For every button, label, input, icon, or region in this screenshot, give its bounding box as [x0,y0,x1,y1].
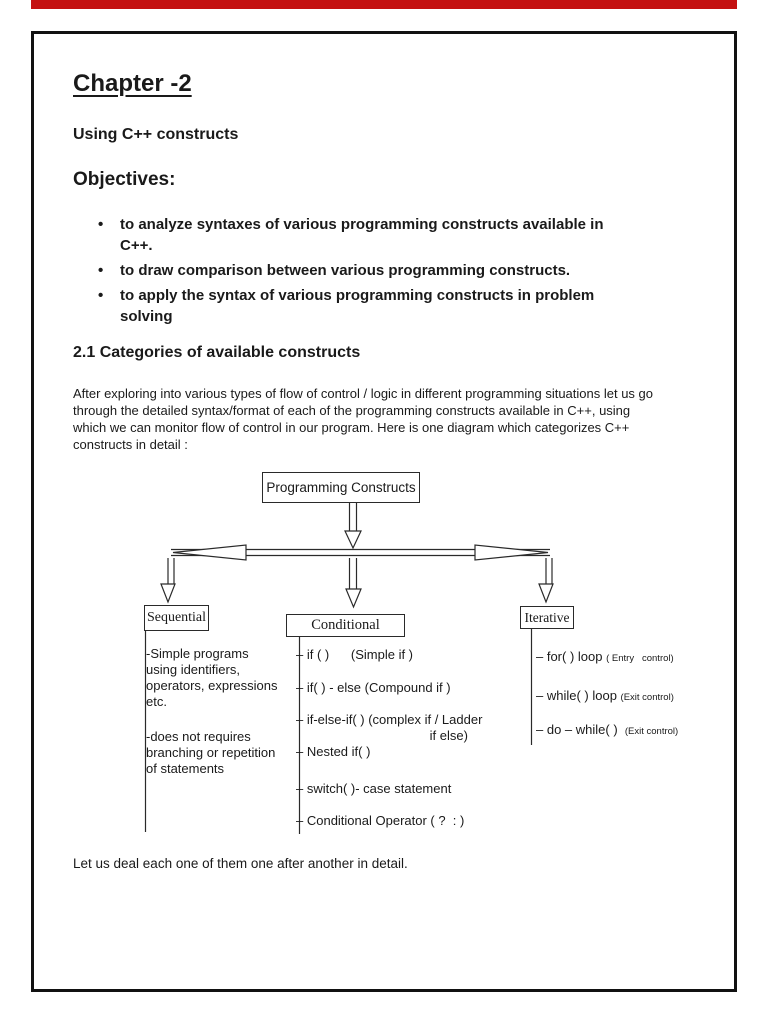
diagram-root-node: Programming Constructs [262,472,420,503]
objective-item: • to draw comparison between various pro… [98,260,718,281]
objective-text: to analyze syntaxes of various programmi… [120,216,604,254]
adjacent-page-red-strip [31,0,737,9]
iterative-items: – for( ) loop ( Entry control) – while( … [536,649,678,740]
list-item: – Conditional Operator ( ? : ) [296,813,465,828]
list-item: – if-else-if( ) (complex if / Ladder if … [296,712,483,743]
item-note: (Exit control) [624,726,679,737]
diagram-node-conditional: Conditional [286,614,405,637]
document-page: Chapter -2 Using C++ constructs Objectiv… [31,31,737,992]
intro-paragraph: After exploring into various types of fl… [73,386,653,452]
item-note: ( Entry control) [606,653,674,664]
objective-text: to draw comparison between various progr… [120,262,571,279]
list-item: -Simple programs using identifiers, oper… [146,646,278,709]
sequential-items: -Simple programs using identifiers, oper… [146,646,278,777]
bullet-icon: • [98,262,104,279]
objectives-heading: Objectives: [73,169,176,190]
item-note: (Exit control) [620,692,674,703]
closing-line: Let us deal each one of them one after a… [73,856,408,871]
list-item: – if ( ) (Simple if ) [296,647,414,662]
list-item: – while( ) loop (Exit control) [536,688,678,706]
bullet-icon: • [98,216,104,233]
objectives-list: • to analyze syntaxes of various program… [98,214,718,331]
section-heading: 2.1 Categories of available constructs [73,344,361,361]
objective-item: • to analyze syntaxes of various program… [98,214,718,256]
conditional-items: – if ( ) (Simple if ) – if( ) - else (Co… [296,647,482,829]
list-item: – for( ) loop ( Entry control) [536,649,678,667]
objective-item: • to apply the syntax of various program… [98,285,718,327]
chapter-subtitle: Using C++ constructs [73,126,239,143]
list-item: – do – while( ) (Exit control) [536,722,678,740]
bullet-icon: • [98,287,104,304]
list-item: – if( ) - else (Compound if ) [296,680,451,695]
item-main: – do – while( ) [536,722,625,737]
objective-text: to apply the syntax of various programmi… [120,287,595,325]
list-item: – switch( )- case statement [296,781,452,796]
list-item: -does not requires branching or repetiti… [146,729,276,776]
diagram-node-iterative: Iterative [520,606,574,629]
list-item: – Nested if( ) [296,744,371,759]
item-main: – for( ) loop [536,649,607,664]
chapter-title: Chapter -2 [73,70,192,97]
item-main: – while( ) loop [536,688,621,703]
diagram-node-sequential: Sequential [144,605,209,631]
